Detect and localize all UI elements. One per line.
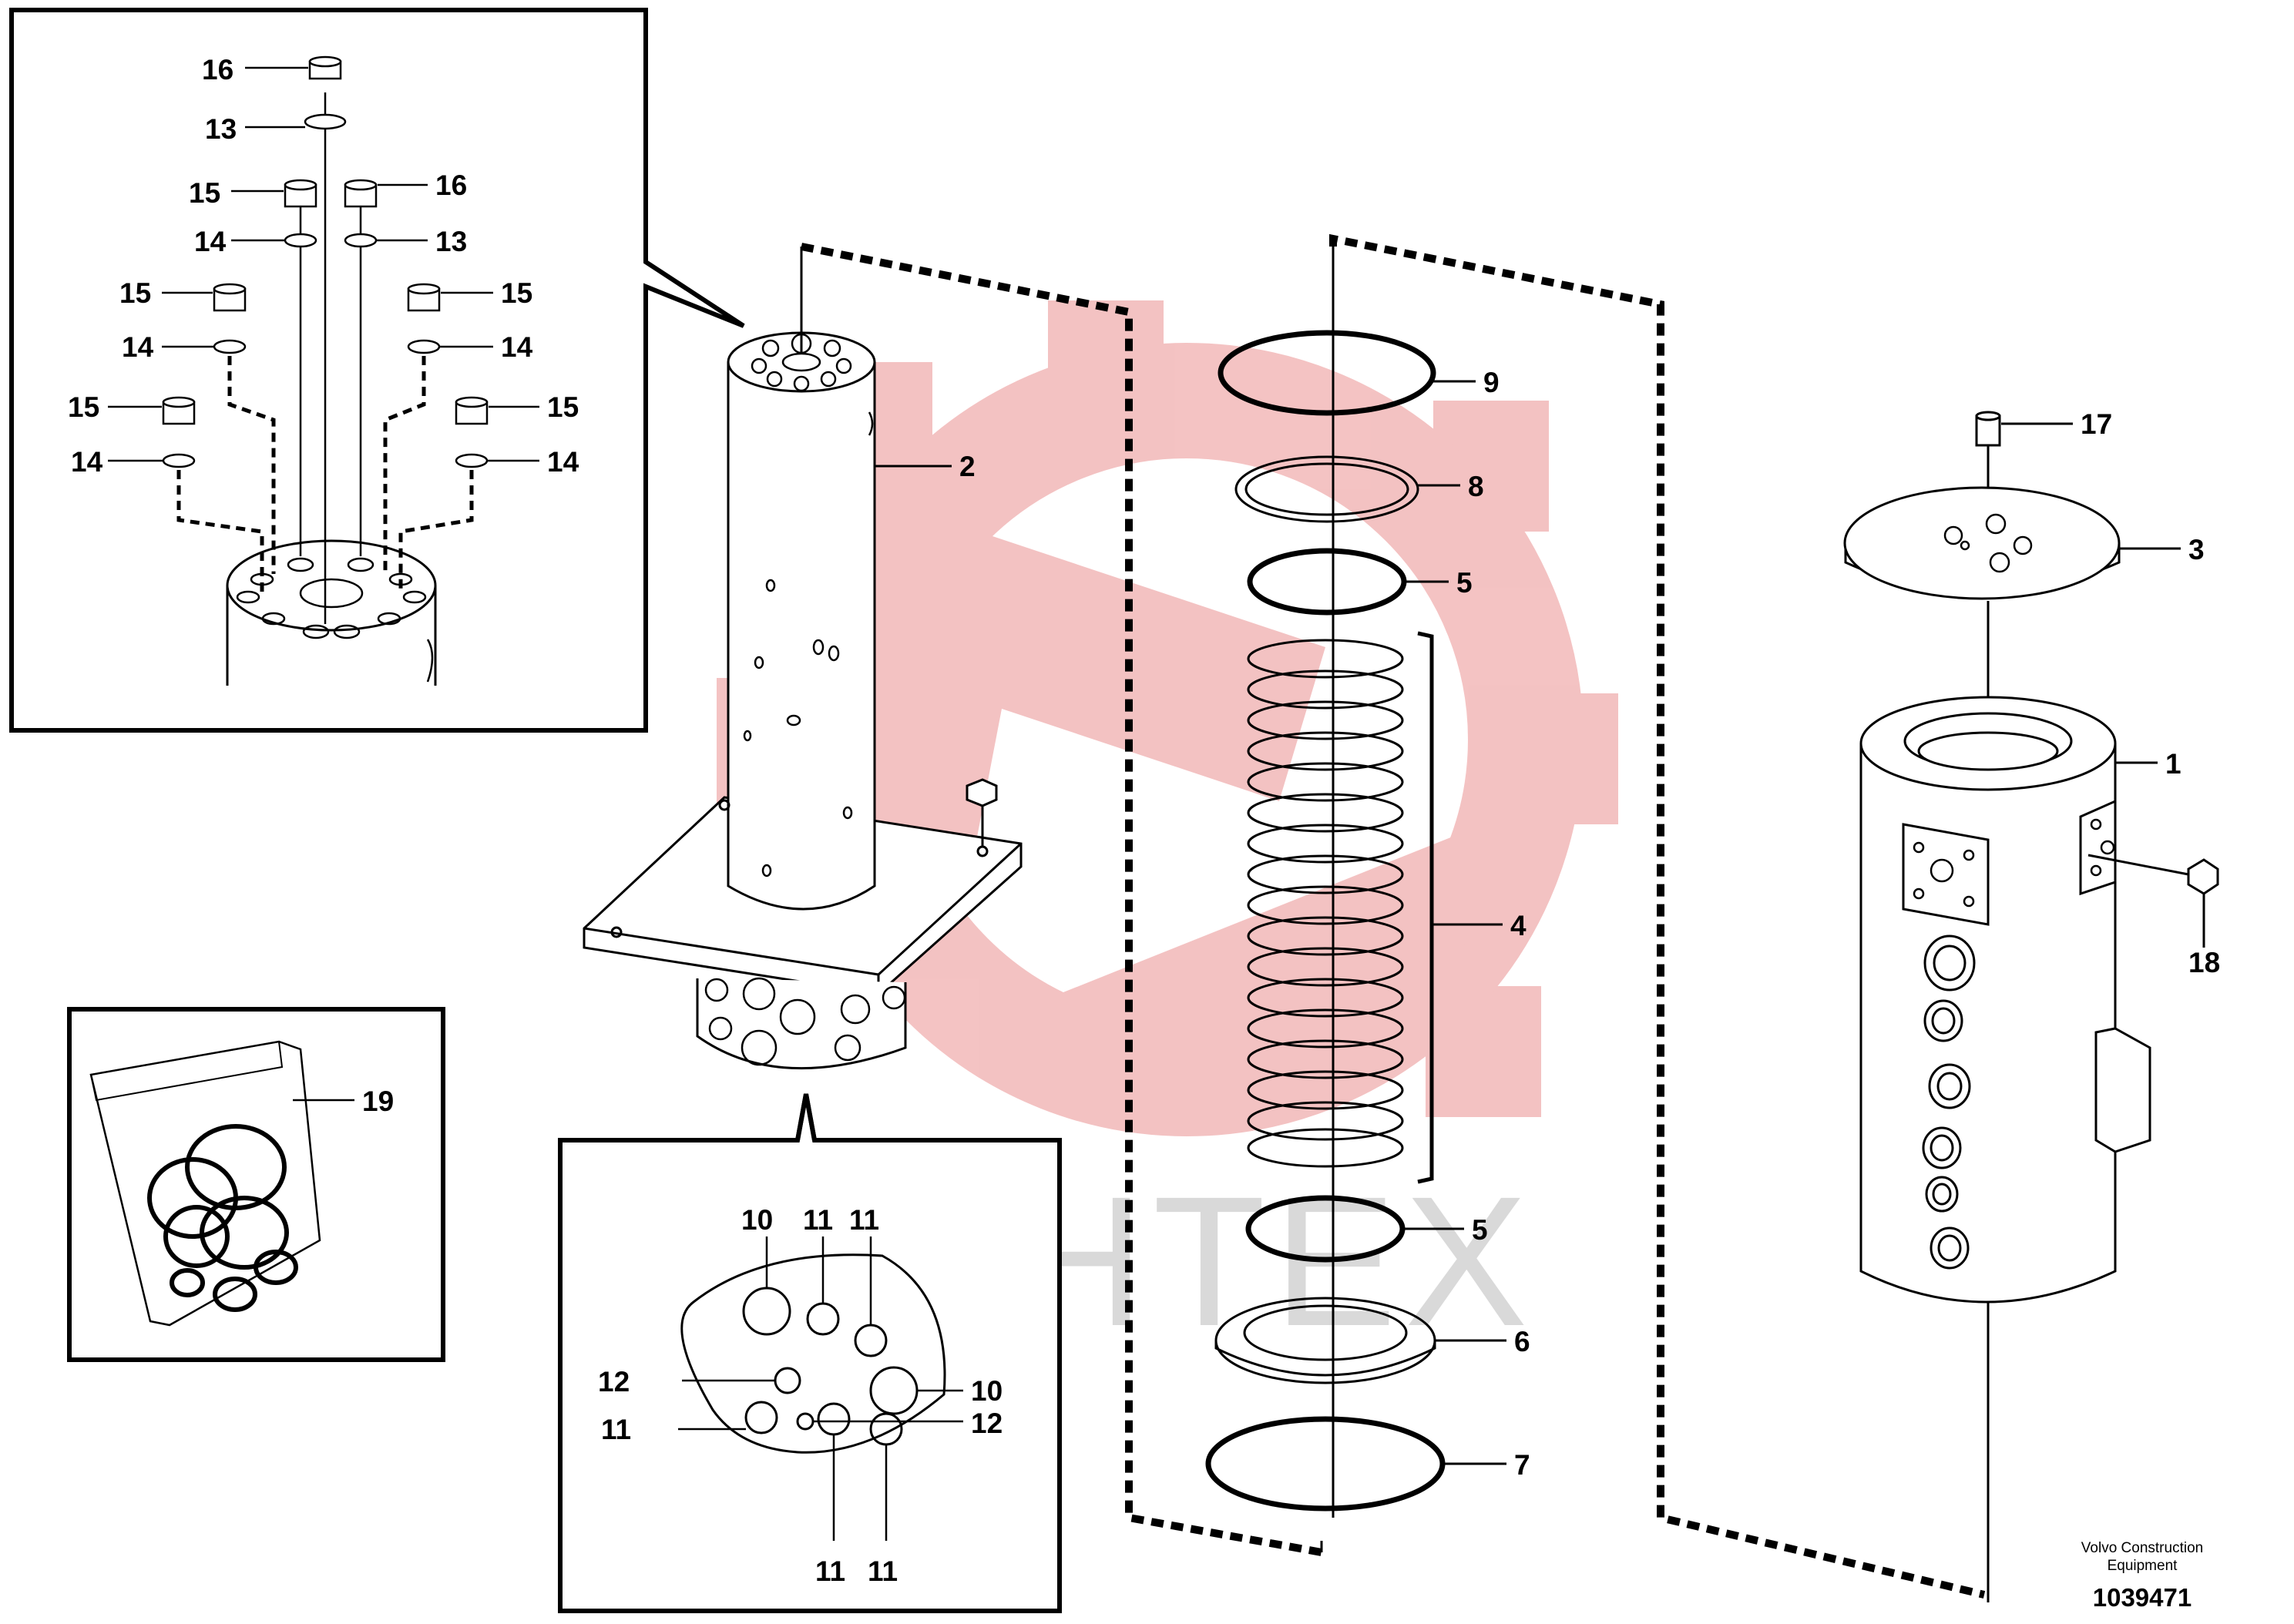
housing-assembly bbox=[1843, 411, 2219, 1602]
callout-11: 11 bbox=[815, 1555, 845, 1587]
callout-14: 14 bbox=[547, 446, 579, 478]
callout-11: 11 bbox=[849, 1204, 879, 1236]
callout-13: 13 bbox=[205, 113, 237, 145]
callout-12: 12 bbox=[598, 1366, 630, 1398]
detail-box-top bbox=[9, 8, 745, 733]
callout-5: 5 bbox=[1456, 567, 1473, 599]
callout-10: 10 bbox=[971, 1375, 1003, 1407]
callout-8: 8 bbox=[1468, 471, 1484, 502]
callout-19: 19 bbox=[362, 1085, 394, 1117]
callout-14: 14 bbox=[194, 226, 227, 257]
callout-11: 11 bbox=[601, 1414, 631, 1445]
callout-7: 7 bbox=[1514, 1449, 1530, 1481]
callout-11: 11 bbox=[803, 1204, 833, 1236]
callout-15: 15 bbox=[189, 177, 220, 209]
credit-line-2: Equipment bbox=[2108, 1558, 2178, 1574]
seal-stack bbox=[1205, 233, 1986, 1599]
seal-stack-callouts: 9 8 5 4 5 6 7 bbox=[1456, 367, 1530, 1481]
callout-13: 13 bbox=[435, 226, 467, 257]
callout-9: 9 bbox=[1483, 367, 1500, 398]
document-number: 1039471 bbox=[2093, 1583, 2192, 1612]
callout-11: 11 bbox=[868, 1555, 898, 1587]
callout-16: 16 bbox=[202, 54, 233, 86]
callout-10: 10 bbox=[741, 1204, 773, 1236]
housing-callouts: 17 3 1 18 bbox=[2081, 408, 2220, 978]
callout-5: 5 bbox=[1472, 1214, 1488, 1246]
callout-15: 15 bbox=[501, 277, 532, 309]
callout-16: 16 bbox=[435, 169, 467, 201]
callout-1: 1 bbox=[2165, 748, 2181, 780]
callout-18: 18 bbox=[2188, 947, 2220, 978]
credit-line-1: Volvo Construction bbox=[2081, 1540, 2203, 1556]
rotor-shaft-part-2 bbox=[583, 243, 1323, 1556]
callout-15: 15 bbox=[68, 391, 99, 423]
callout-17: 17 bbox=[2081, 408, 2112, 440]
callout-14: 14 bbox=[501, 331, 533, 363]
callout-4: 4 bbox=[1510, 910, 1527, 941]
callout-14: 14 bbox=[122, 331, 154, 363]
detail-bottom-callouts: 10 11 11 12 10 11 12 11 11 bbox=[598, 1204, 1003, 1587]
seal-kit-box bbox=[67, 1007, 445, 1362]
callout-15: 15 bbox=[547, 391, 579, 423]
callout-6: 6 bbox=[1514, 1326, 1530, 1357]
detail-box-bottom bbox=[558, 1093, 1062, 1613]
callout-3: 3 bbox=[2188, 534, 2205, 565]
callout-12: 12 bbox=[971, 1408, 1003, 1439]
callout-2: 2 bbox=[959, 451, 976, 482]
detail-top-callouts: 16 13 15 16 14 13 15 15 14 14 15 15 14 1… bbox=[68, 54, 579, 478]
callout-14: 14 bbox=[71, 446, 103, 478]
callout-15: 15 bbox=[119, 277, 151, 309]
